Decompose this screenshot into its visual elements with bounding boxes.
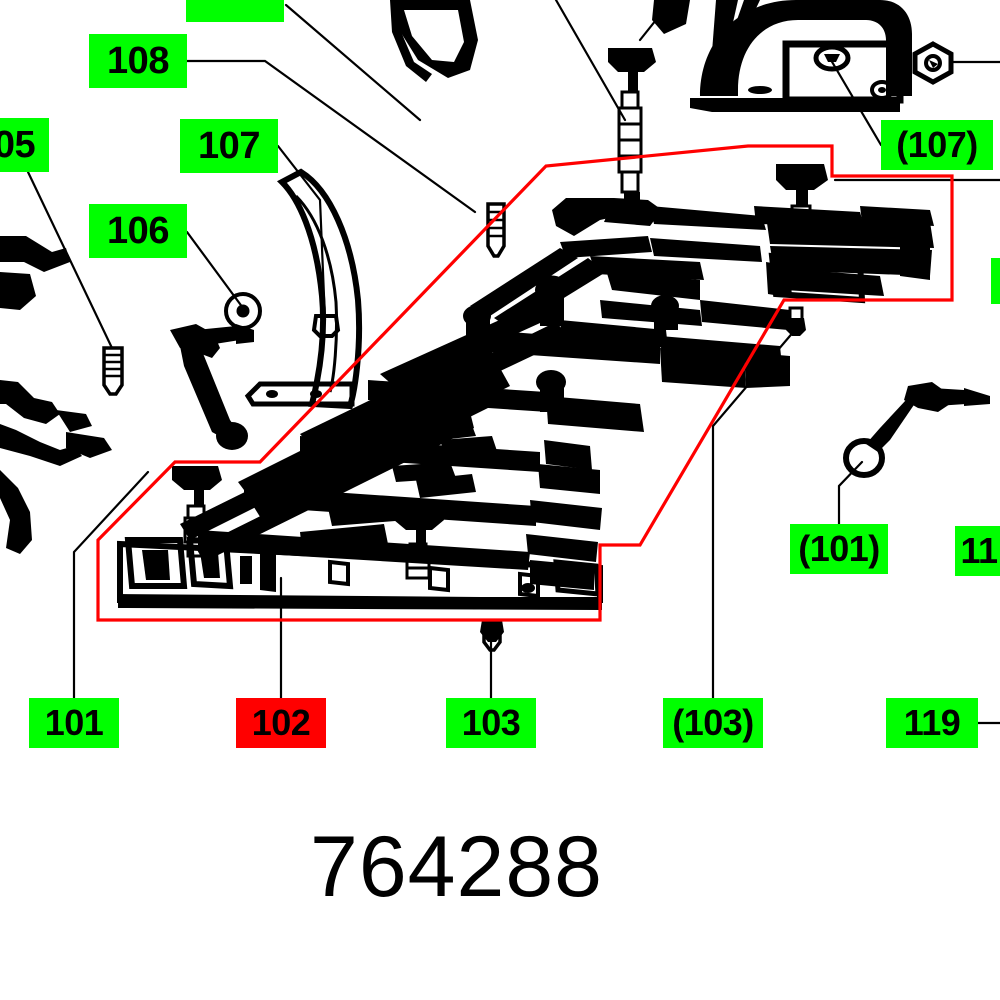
leader-screw-top-mid (554, 0, 627, 122)
callout-107[interactable]: 107 (180, 119, 278, 173)
callout-101[interactable]: 101 (29, 698, 119, 748)
part-number-label: 764288 (310, 819, 603, 915)
leader-101 (72, 470, 150, 700)
highlight-outline-102 (96, 144, 954, 622)
washer-106 (224, 292, 262, 330)
base-front-rail (117, 536, 603, 610)
callout-103[interactable]: 103 (446, 698, 536, 748)
blade-guard-fragment (390, 0, 478, 82)
tool-body-top-right (690, 0, 912, 112)
screw-103 (480, 620, 504, 652)
housing-fragment-left (0, 236, 112, 554)
knob-screw-top (608, 48, 656, 194)
callout-103-ref[interactable]: (103) (663, 698, 763, 748)
leader-top-center (284, 3, 422, 122)
screw-top-center (486, 202, 506, 258)
leader-108 (185, 59, 477, 214)
callout-105-clipped[interactable]: 05 (0, 118, 49, 172)
callout-right-edge-bar[interactable] (991, 258, 1000, 304)
leader-107 (276, 144, 327, 322)
bracket-fragment-top (652, 0, 690, 34)
guide-fence-107 (244, 168, 363, 410)
callout-102[interactable]: 102 (236, 698, 326, 748)
callout-101-ref[interactable]: (101) (790, 524, 888, 574)
clamp-knob-base (776, 164, 828, 244)
screw-103-ref (786, 306, 806, 336)
callout-107-ref[interactable]: (107) (881, 120, 993, 170)
callout-108[interactable]: 108 (89, 34, 187, 88)
callout-119[interactable]: 119 (886, 698, 978, 748)
ball-lever-right-101 (843, 382, 990, 478)
hex-nut-107 (912, 41, 954, 85)
ball-lever-left (170, 324, 254, 450)
callout-top-center-clipped[interactable] (186, 0, 284, 22)
callout-106[interactable]: 106 (89, 204, 187, 258)
callout-11x-clipped[interactable]: 11 (955, 526, 1000, 576)
leader-105 (26, 170, 114, 350)
screw-105 (102, 346, 124, 396)
base-plate-assembly-102 (117, 164, 934, 610)
